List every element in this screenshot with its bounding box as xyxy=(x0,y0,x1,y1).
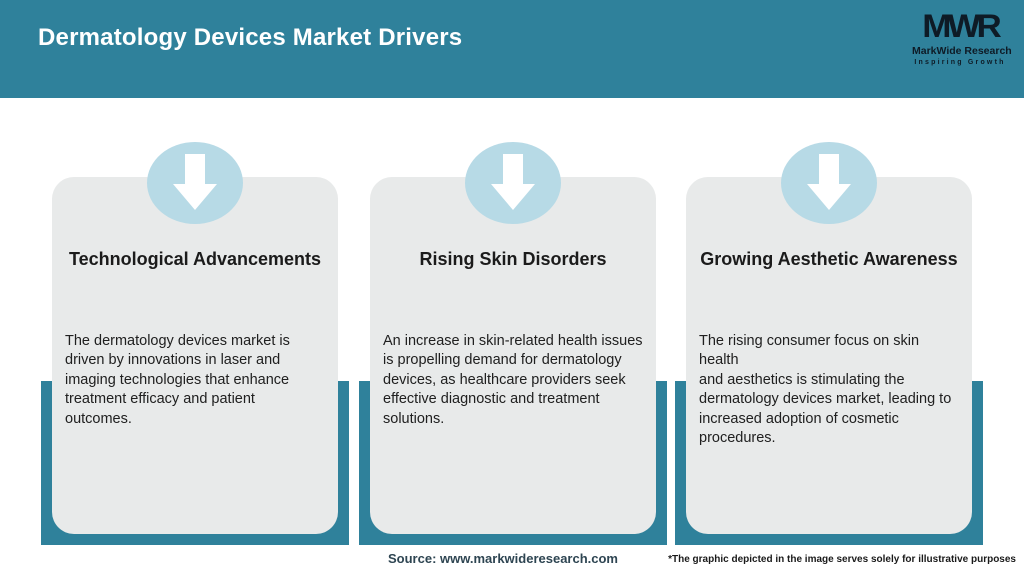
down-arrow-icon xyxy=(173,154,217,210)
card-body: The rising consumer focus on skin health… xyxy=(699,333,952,447)
card-title: Technological Advancements xyxy=(68,249,322,269)
down-arrow-icon xyxy=(491,154,535,210)
brand-logo: MWR MarkWide Research Inspiring Growth xyxy=(912,8,1012,66)
down-arrow-badge-1 xyxy=(147,142,243,224)
source-text: Source: www.markwideresearch.com xyxy=(387,551,619,566)
page-title: Dermatology Devices Market Drivers xyxy=(38,24,463,51)
card-title: Rising Skin Disorders xyxy=(419,249,607,269)
card-body: The dermatology devices market is driven… xyxy=(65,333,290,427)
card-body: An increase in skin-related health issue… xyxy=(383,333,643,427)
down-arrow-badge-3 xyxy=(781,142,877,224)
driver-card-rising-skin-disorders: Rising Skin Disorders An increase in ski… xyxy=(370,177,656,534)
driver-card-growing-aesthetic-awareness: Growing Aesthetic Awareness The rising c… xyxy=(686,177,972,534)
header-band: Dermatology Devices Market Drivers MWR M… xyxy=(0,0,1024,98)
card-title: Growing Aesthetic Awareness xyxy=(700,249,958,269)
down-arrow-icon xyxy=(807,154,851,210)
mwr-monogram-icon: MWR xyxy=(922,8,1001,45)
brand-tagline: Inspiring Growth xyxy=(914,58,1006,66)
brand-name: MarkWide Research xyxy=(912,45,1012,57)
driver-card-technological-advancements: Technological Advancements The dermatolo… xyxy=(52,177,338,534)
down-arrow-badge-2 xyxy=(465,142,561,224)
disclaimer-text: *The graphic depicted in the image serve… xyxy=(668,554,1016,565)
